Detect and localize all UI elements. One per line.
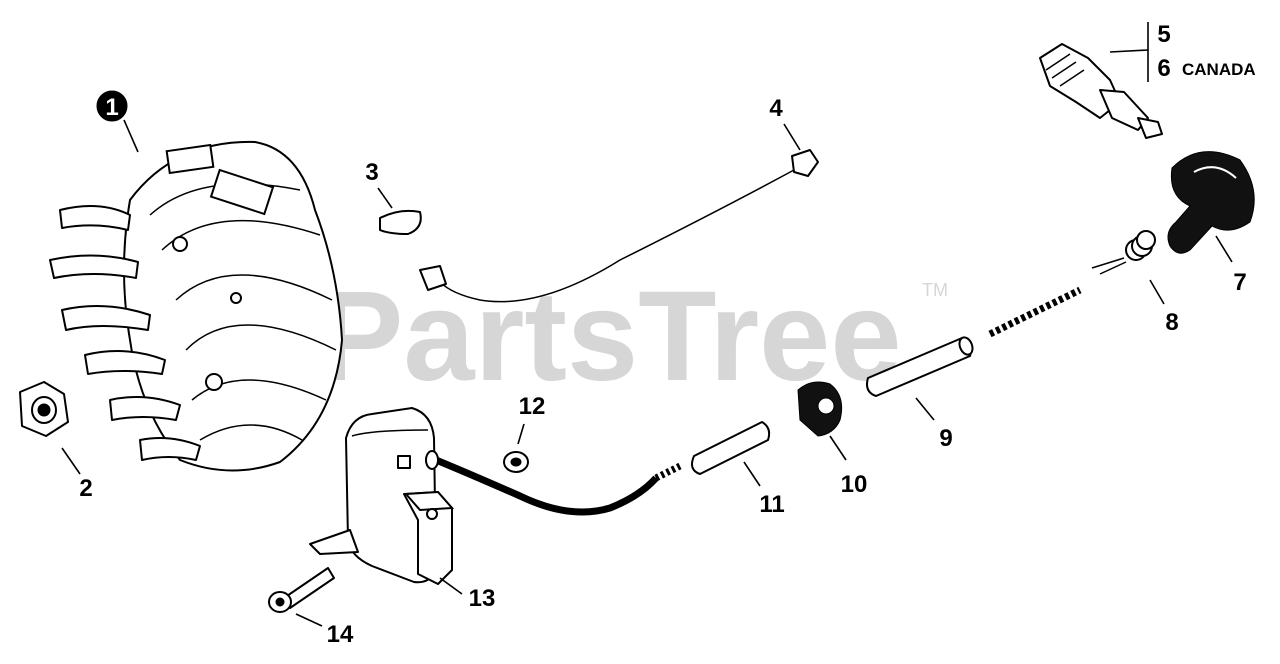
callout-1: 1 xyxy=(96,90,139,153)
callout-10: 10 xyxy=(829,435,868,498)
callout-9: 9 xyxy=(915,397,953,452)
callout-5-label: 5 xyxy=(1157,21,1170,48)
watermark: PartsTree TM xyxy=(318,265,948,408)
callout-1-label: 1 xyxy=(105,94,118,121)
ignition-module-part[interactable] xyxy=(309,407,682,585)
callout-6-note: CANADA xyxy=(1182,60,1256,79)
callout-13: 13 xyxy=(439,577,496,612)
spark-plug-part[interactable] xyxy=(1039,43,1163,139)
boot-part[interactable] xyxy=(1167,151,1255,254)
sleeve-part[interactable] xyxy=(866,286,1082,397)
callout-2: 2 xyxy=(61,447,93,502)
watermark-text: PartsTree xyxy=(318,265,902,408)
callout-14-label: 14 xyxy=(327,621,354,648)
callout-4-label: 4 xyxy=(769,95,783,122)
grommet-part[interactable] xyxy=(797,381,843,437)
callout-9-label: 9 xyxy=(939,425,952,452)
callout-12-label: 12 xyxy=(519,393,546,420)
washer-part[interactable] xyxy=(503,451,529,473)
callout-4: 4 xyxy=(769,95,801,151)
callout-14: 14 xyxy=(295,613,354,648)
callout-11: 11 xyxy=(743,461,785,518)
callout-8: 8 xyxy=(1149,279,1179,336)
callout-2-label: 2 xyxy=(79,475,92,502)
callout-3: 3 xyxy=(365,159,393,209)
watermark-trademark: TM xyxy=(922,280,948,300)
callout-3-label: 3 xyxy=(365,159,378,186)
callout-5-6: 5 6 CANADA xyxy=(1109,21,1256,82)
flywheel-part[interactable] xyxy=(49,140,343,472)
callout-10-label: 10 xyxy=(841,471,868,498)
callout-12: 12 xyxy=(517,393,546,445)
nut-part[interactable] xyxy=(19,381,69,437)
callout-13-label: 13 xyxy=(469,585,496,612)
short-sleeve-part[interactable] xyxy=(691,421,771,475)
callout-6-label: 6 xyxy=(1157,55,1170,82)
screw-part[interactable] xyxy=(268,567,335,613)
callout-7: 7 xyxy=(1215,235,1247,296)
callout-11-label: 11 xyxy=(759,491,784,518)
callout-8-label: 8 xyxy=(1165,309,1178,336)
key-part[interactable] xyxy=(379,209,422,235)
spring-part[interactable] xyxy=(1091,230,1156,275)
callout-7-label: 7 xyxy=(1233,269,1246,296)
ground-wire-part[interactable] xyxy=(419,149,819,303)
